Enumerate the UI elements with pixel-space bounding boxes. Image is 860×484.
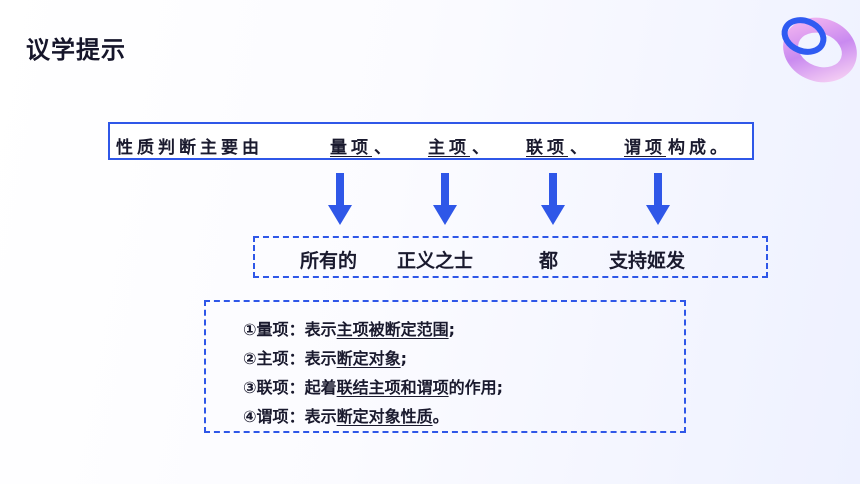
part-quantifier: 量项: [330, 138, 372, 158]
definition-term: 主项被断定范围: [336, 320, 449, 339]
part-sep-1: 、: [374, 138, 395, 158]
definition-term: 断定对象: [336, 349, 401, 368]
ring-icon: [781, 17, 857, 83]
arrow-down-icon: [328, 173, 352, 225]
part-sep-2: 、: [472, 138, 493, 158]
arrow-down-icon: [433, 173, 457, 225]
page-title: 议学提示: [26, 36, 126, 64]
definition-line: ③联项：起着联结主项和谓项的作用;: [243, 378, 504, 397]
definition-term: 联结主项和谓项: [336, 378, 449, 397]
part-sep-3: 、: [570, 138, 591, 158]
example-box: 所有的 正义之士 都 支持姬发: [253, 236, 768, 278]
definition-term: 断定对象性质: [336, 407, 433, 426]
example-subject: 正义之士: [397, 250, 474, 272]
example-quantifier: 所有的: [300, 250, 358, 272]
example-copula: 都: [539, 250, 559, 272]
definition-line: ④谓项：表示断定对象性质。: [243, 407, 449, 426]
part-suffix: 构成。: [668, 138, 731, 158]
part-subject: 主项: [428, 138, 470, 158]
part-predicate: 谓项: [624, 138, 666, 158]
definition-line: ②主项：表示断定对象;: [243, 349, 408, 368]
example-predicate: 支持姬发: [609, 250, 686, 272]
sentence-prefix: 性质判断主要由: [116, 138, 263, 158]
definition-box: ①量项：表示主项被断定范围; ②主项：表示断定对象; ③联项：起着联结主项和谓项…: [204, 300, 686, 433]
part-copula: 联项: [526, 138, 568, 158]
sentence-box: 性质判断主要由 量项 、 主项 、 联项 、 谓项 构成。: [108, 122, 754, 160]
arrow-down-icon: [646, 173, 670, 225]
definition-line: ①量项：表示主项被断定范围;: [243, 320, 456, 339]
arrow-down-icon: [541, 173, 565, 225]
